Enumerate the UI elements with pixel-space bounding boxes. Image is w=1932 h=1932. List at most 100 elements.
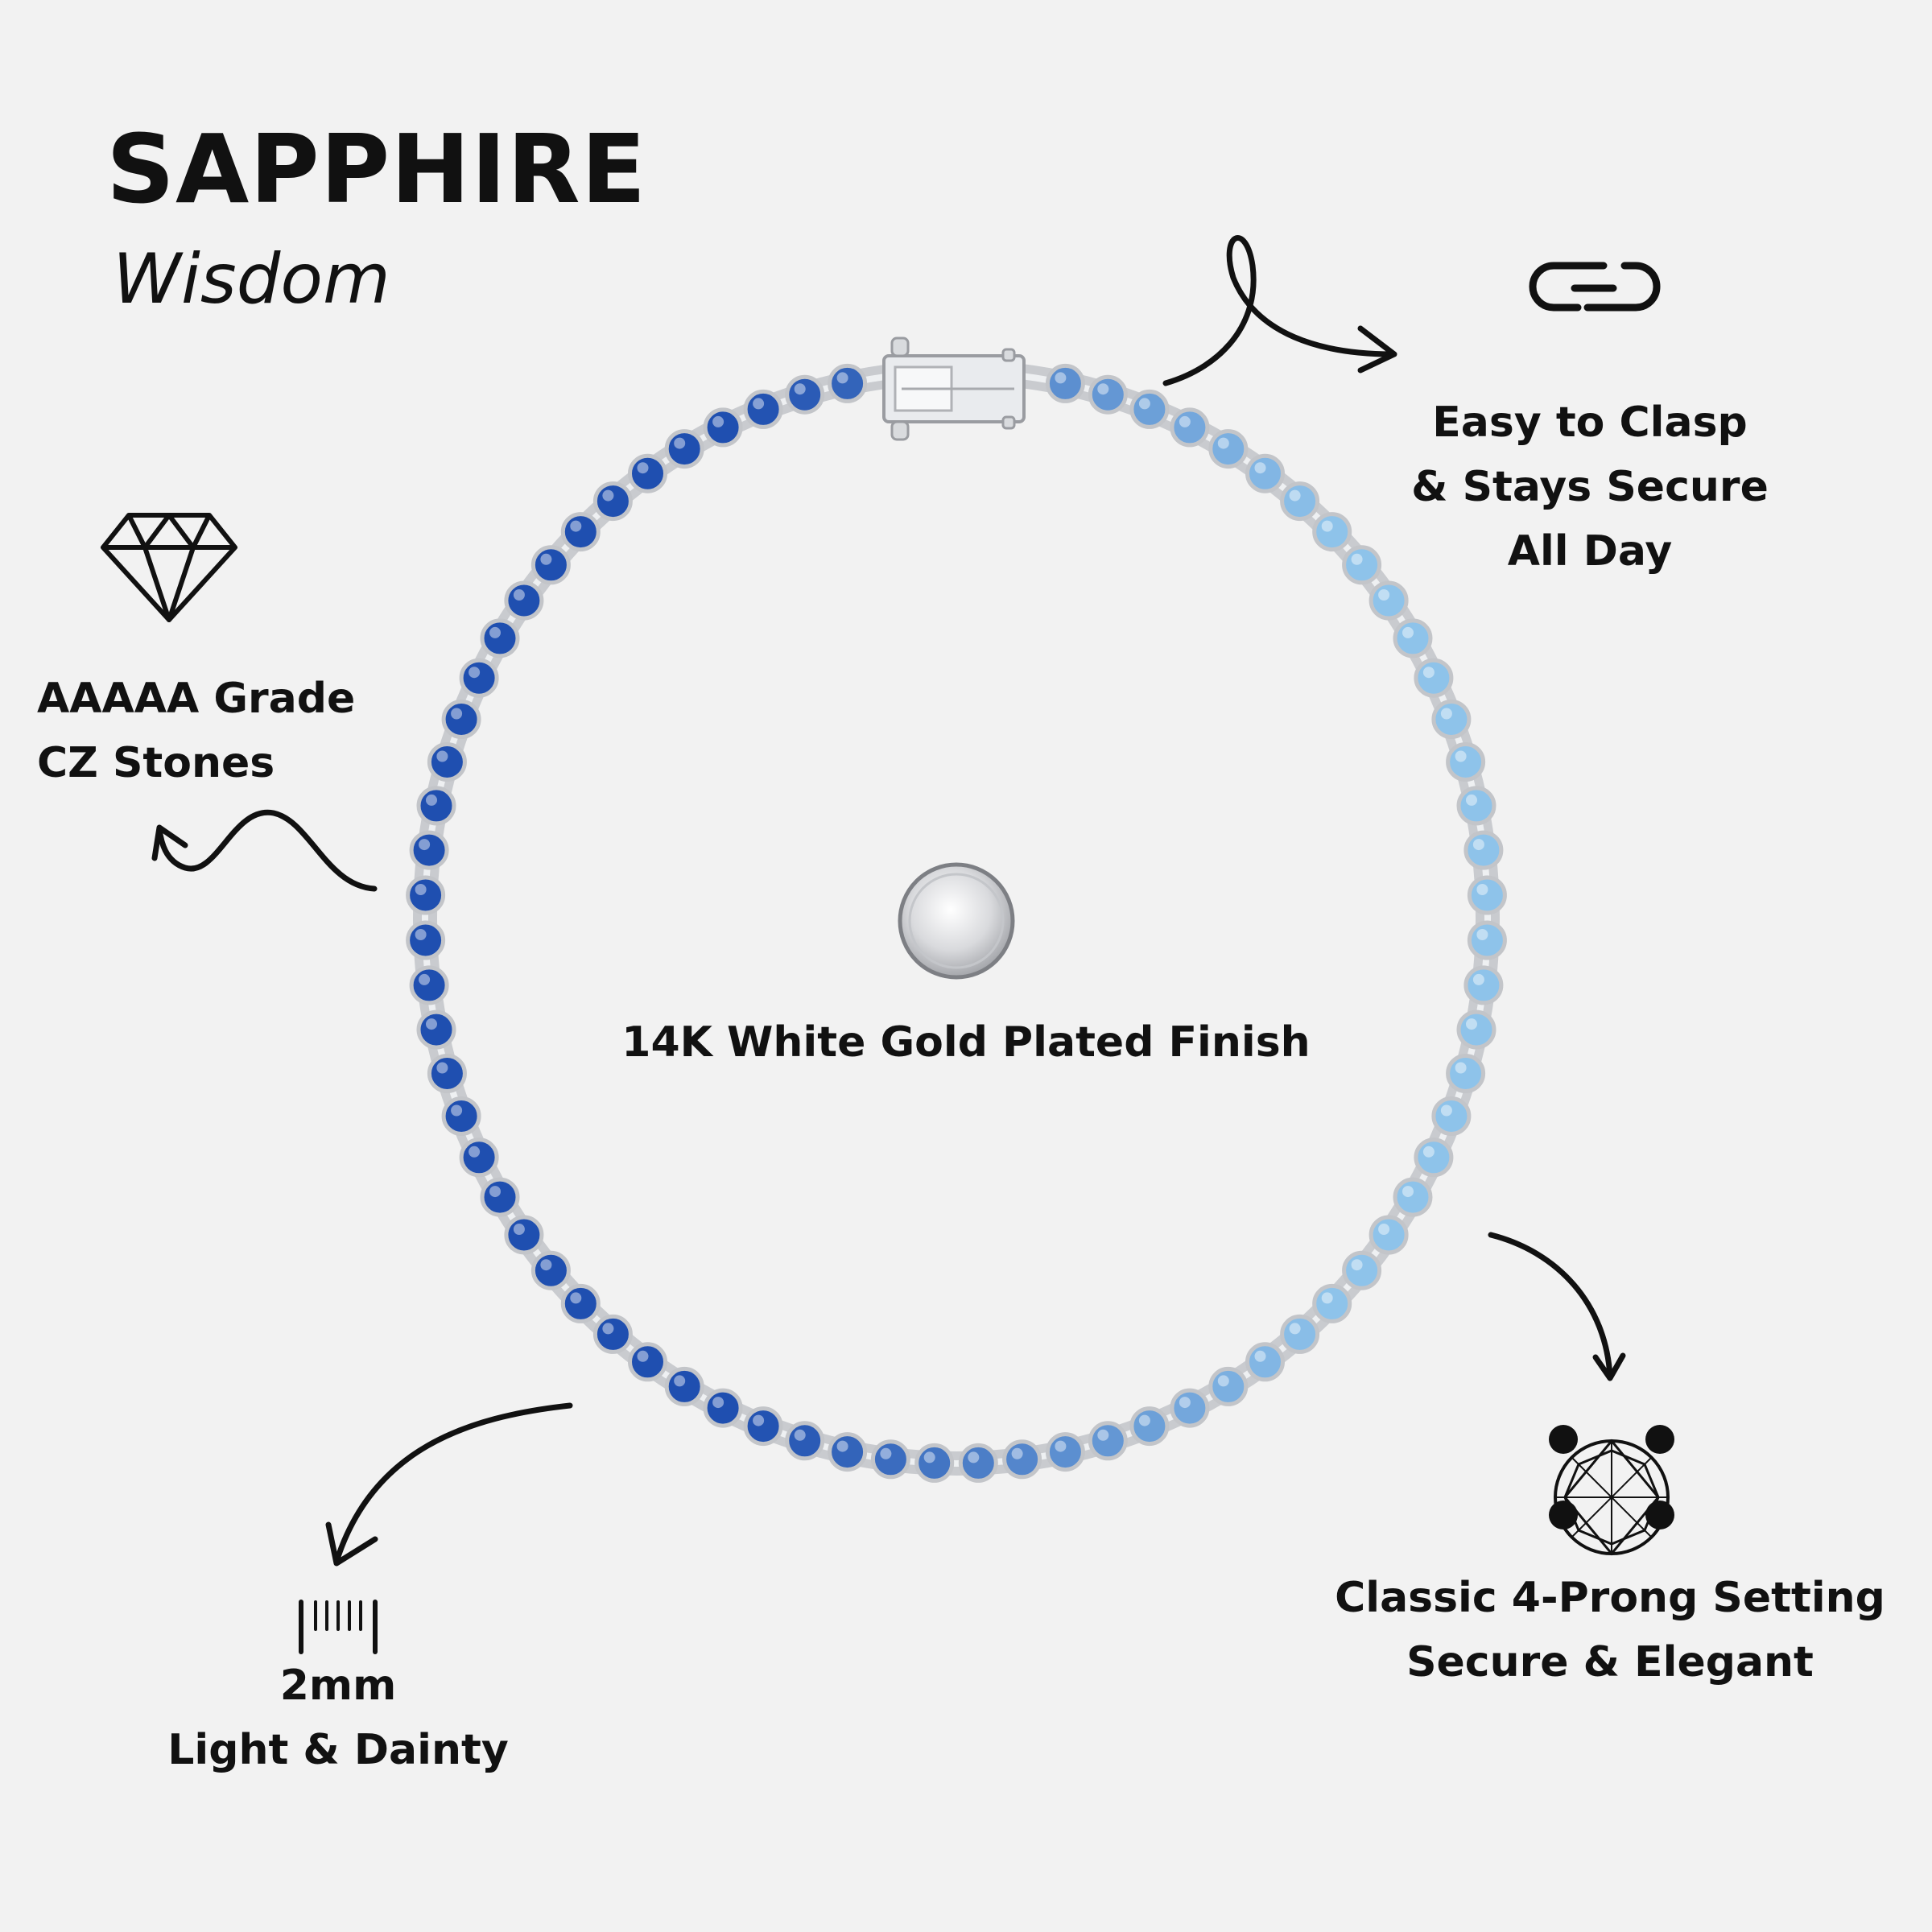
- stone: [1312, 1283, 1352, 1323]
- stone-sparkle: [426, 1018, 437, 1030]
- stone-sparkle: [1378, 589, 1390, 601]
- stone: [914, 1443, 955, 1483]
- stones-line-1: AAAAA Grade: [37, 675, 356, 723]
- stone-sparkle: [570, 520, 582, 532]
- stone: [703, 407, 743, 448]
- stone: [1431, 1096, 1472, 1136]
- stone: [504, 580, 544, 621]
- stone-sparkle: [451, 708, 463, 720]
- stone-sparkle: [1289, 1323, 1301, 1335]
- four-prong-icon: [1549, 1425, 1674, 1556]
- stone-sparkle: [1055, 1440, 1067, 1452]
- stone: [1446, 742, 1486, 782]
- bracelet: [406, 336, 1507, 1483]
- stone: [1463, 830, 1504, 870]
- stone: [406, 875, 446, 915]
- stone: [1368, 580, 1409, 621]
- stone-sparkle: [513, 1224, 525, 1235]
- stone: [1045, 363, 1085, 403]
- stone: [480, 618, 520, 658]
- stone: [1170, 407, 1210, 448]
- stone-sparkle: [712, 415, 724, 427]
- stone: [870, 1439, 910, 1480]
- stone: [628, 453, 667, 493]
- stone-sparkle: [513, 589, 525, 601]
- stone: [1431, 700, 1472, 739]
- stone-sparkle: [436, 1062, 448, 1074]
- stone-sparkle: [794, 1429, 806, 1441]
- stone: [828, 363, 868, 403]
- stone-sparkle: [674, 437, 686, 449]
- clasp-arrow: [1162, 235, 1396, 386]
- stone-sparkle: [1217, 437, 1229, 449]
- stone-sparkle: [1440, 708, 1452, 720]
- size-line-2: Light & Dainty: [167, 1726, 509, 1774]
- setting-arrow-head: [1592, 1352, 1626, 1381]
- product-subtitle: Wisdom: [113, 239, 390, 320]
- stone-sparkle: [1055, 372, 1067, 384]
- stone: [1463, 965, 1504, 1005]
- stone-sparkle: [602, 1323, 614, 1335]
- stone: [1414, 658, 1454, 698]
- stone-sparkle: [1289, 489, 1301, 502]
- stone: [406, 920, 446, 960]
- stone: [459, 1137, 499, 1178]
- stone-sparkle: [753, 1414, 765, 1426]
- stones-line-2: CZ Stones: [37, 739, 275, 787]
- clasp-arrow-head: [1357, 325, 1397, 374]
- stone: [1280, 481, 1320, 522]
- stone-sparkle: [415, 884, 427, 895]
- stone-sparkle: [1378, 1224, 1390, 1235]
- stone-sparkle: [1402, 1186, 1414, 1198]
- stone-sparkle: [419, 973, 431, 985]
- clasp: [882, 336, 1026, 441]
- setting-line-1: Classic 4-Prong Setting: [1335, 1574, 1885, 1622]
- stone: [1414, 1137, 1454, 1178]
- stone: [1467, 875, 1507, 915]
- clasp-line-3: All Day: [1507, 527, 1673, 576]
- stone-sparkle: [1179, 1397, 1191, 1409]
- stone: [703, 1388, 743, 1428]
- stone: [1393, 1177, 1433, 1217]
- stone: [416, 1009, 456, 1050]
- stone: [592, 1314, 633, 1354]
- stone: [592, 481, 633, 522]
- stone: [504, 1215, 544, 1255]
- stone: [530, 545, 571, 585]
- stone-sparkle: [880, 1447, 892, 1459]
- stone: [409, 965, 449, 1005]
- ruler-icon: [299, 1600, 378, 1654]
- stone: [785, 374, 825, 415]
- stone: [1245, 1342, 1285, 1382]
- silver-disc-icon: [898, 862, 1015, 980]
- stone-sparkle: [1422, 667, 1435, 679]
- setting-arrow: [1488, 1232, 1613, 1380]
- stone-sparkle: [1472, 839, 1484, 851]
- stone-sparkle: [1440, 1104, 1452, 1117]
- stone-sparkle: [968, 1451, 980, 1463]
- stone: [1208, 1366, 1249, 1406]
- stone: [1129, 1406, 1170, 1447]
- finish-label: 14K White Gold Plated Finish: [621, 1018, 1311, 1067]
- stone: [828, 1432, 868, 1472]
- stone-sparkle: [1254, 462, 1266, 474]
- stone: [1368, 1215, 1409, 1255]
- stone: [560, 1283, 601, 1323]
- stone-sparkle: [1321, 1292, 1333, 1304]
- stone-sparkle: [469, 667, 481, 679]
- stone: [1045, 1432, 1085, 1472]
- stone-sparkle: [419, 839, 431, 851]
- stone-sparkle: [1138, 398, 1150, 410]
- stone: [427, 742, 467, 782]
- stone-sparkle: [1217, 1375, 1229, 1387]
- stone: [530, 1250, 571, 1290]
- stone-sparkle: [1402, 626, 1414, 638]
- stone: [1312, 512, 1352, 552]
- stone-sparkle: [1422, 1146, 1435, 1158]
- stone-sparkle: [415, 929, 427, 940]
- stone-sparkle: [570, 1292, 582, 1304]
- stone-sparkle: [637, 1350, 649, 1362]
- stone-sparkle: [637, 462, 649, 474]
- stone-sparkle: [753, 398, 765, 410]
